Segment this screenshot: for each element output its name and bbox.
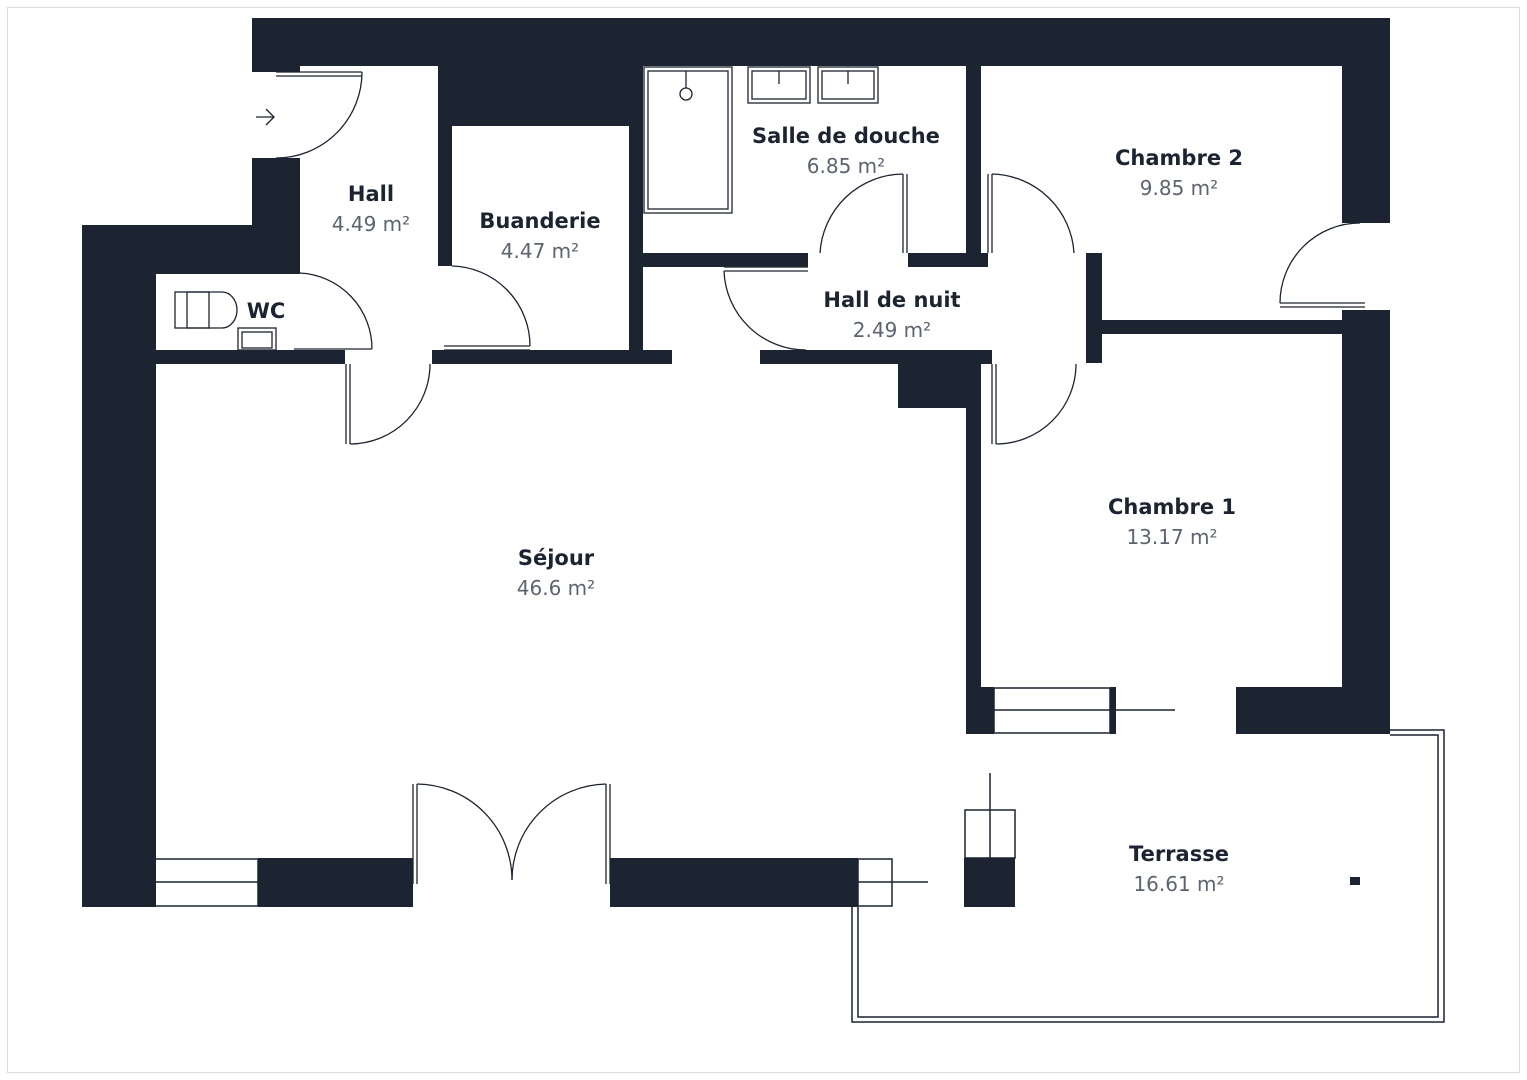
room-name: Hall	[348, 182, 394, 206]
room-chambre-2: Chambre 2 9.85 m²	[1115, 146, 1243, 200]
room-area: 2.49 m²	[853, 318, 931, 342]
room-hall-de-nuit: Hall de nuit 2.49 m²	[823, 288, 960, 342]
walls	[82, 18, 1390, 907]
sink-icon	[237, 327, 277, 351]
room-area: 16.61 m²	[1133, 872, 1224, 896]
room-name: Salle de douche	[752, 124, 940, 148]
room-area: 4.49 m²	[332, 212, 410, 236]
washbasin-icon	[747, 66, 879, 104]
doors	[275, 71, 1365, 884]
room-salle-de-douche: Salle de douche 6.85 m²	[752, 124, 940, 178]
room-area: 13.17 m²	[1126, 525, 1217, 549]
room-wc: WC	[247, 299, 286, 323]
room-name: Chambre 1	[1108, 495, 1236, 519]
room-name: Chambre 2	[1115, 146, 1243, 170]
room-sejour: Séjour 46.6 m²	[517, 546, 595, 600]
windows	[149, 687, 1175, 907]
room-name: Séjour	[518, 546, 595, 570]
room-hall: Hall 4.49 m²	[332, 182, 410, 236]
room-area: 4.47 m²	[501, 239, 579, 263]
terrace-outline	[851, 729, 1445, 1023]
room-area: 9.85 m²	[1140, 176, 1218, 200]
room-name: Buanderie	[479, 209, 600, 233]
room-chambre-1: Chambre 1 13.17 m²	[1108, 495, 1236, 549]
room-name: WC	[247, 299, 286, 323]
room-terrasse: Terrasse 16.61 m²	[1129, 842, 1229, 896]
room-name: Hall de nuit	[823, 288, 960, 312]
room-name: Terrasse	[1129, 842, 1229, 866]
shower-icon	[643, 66, 733, 214]
room-area: 6.85 m²	[807, 154, 885, 178]
room-area: 46.6 m²	[517, 576, 595, 600]
room-buanderie: Buanderie 4.47 m²	[479, 209, 600, 263]
entrance-arrow-icon	[256, 108, 275, 126]
toilet-icon	[174, 291, 238, 329]
